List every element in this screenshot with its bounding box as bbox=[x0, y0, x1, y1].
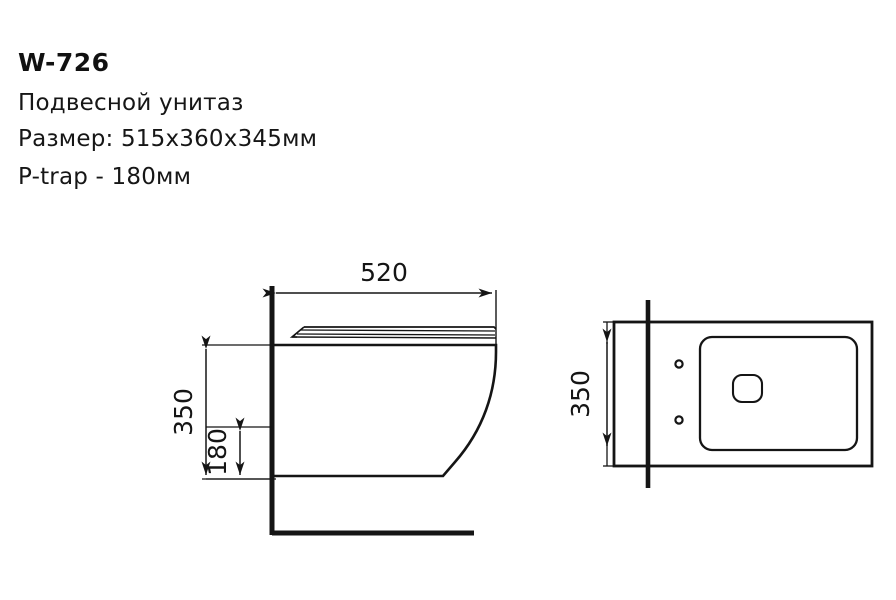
dimension-trap-180-label: 180 bbox=[203, 428, 232, 476]
plan-outer-body bbox=[612, 320, 874, 468]
product-model-code: W-726 bbox=[18, 48, 110, 77]
mounting-hole-lower bbox=[674, 415, 684, 425]
side-elevation-group: 520 350 180 bbox=[169, 258, 498, 536]
mounting-hole-upper bbox=[674, 359, 684, 369]
dimension-depth-350-label: 350 bbox=[566, 370, 595, 418]
dimension-width-520-label: 520 bbox=[360, 258, 408, 287]
seat-rim-band bbox=[289, 326, 497, 339]
plan-view-group: 350 bbox=[566, 300, 874, 488]
dimension-height-350-label: 350 bbox=[169, 388, 198, 436]
product-size-label: Размер: 515x360x345мм bbox=[18, 126, 318, 152]
dimension-width-520: 520 bbox=[262, 258, 497, 345]
dimension-trap-180: 180 bbox=[203, 417, 272, 480]
product-type-label: Подвесной унитаз bbox=[18, 90, 244, 116]
plan-inner-basin bbox=[698, 335, 859, 452]
plan-flush-opening bbox=[731, 373, 764, 404]
dimension-depth-350: 350 bbox=[566, 321, 614, 467]
bowl-outline bbox=[272, 343, 498, 478]
product-trap-label: P-trap - 180мм bbox=[18, 164, 192, 190]
